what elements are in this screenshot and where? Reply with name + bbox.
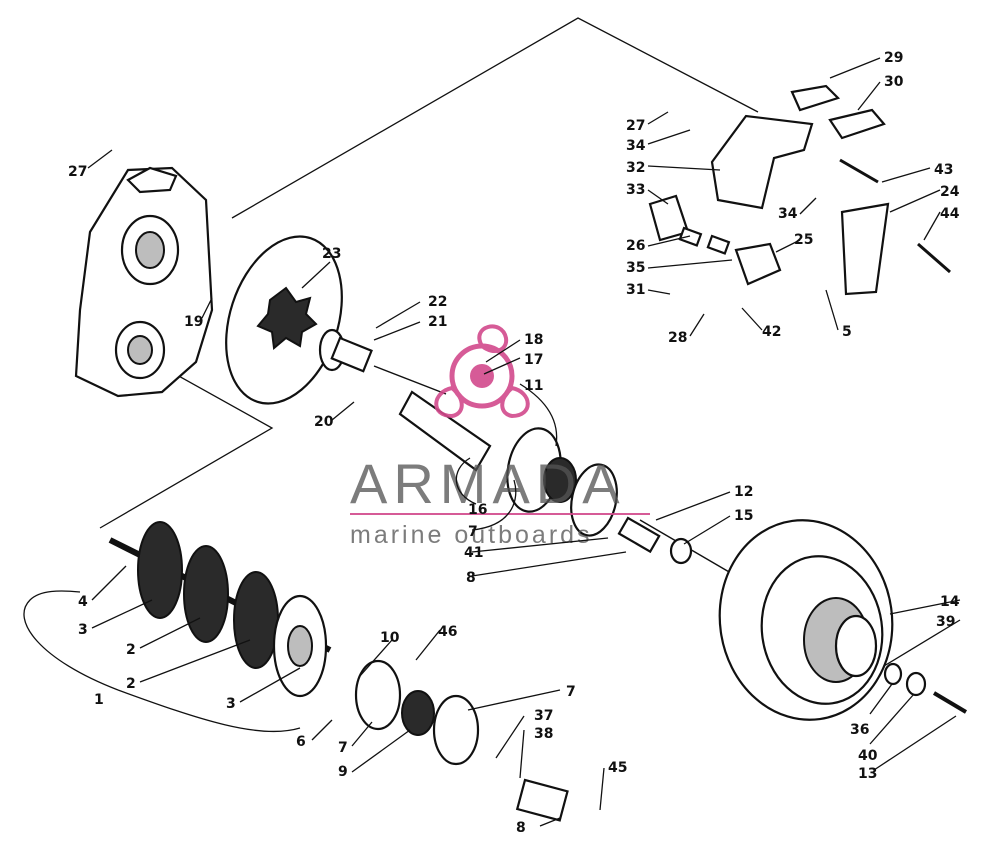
clutch-washer-small — [883, 662, 903, 686]
callout-27: 27 — [626, 118, 645, 134]
callout-15: 15 — [734, 508, 753, 524]
callout-40: 40 — [858, 748, 878, 764]
callout-20: 20 — [314, 414, 334, 430]
washer — [669, 537, 693, 565]
callout-22: 22 — [428, 294, 447, 310]
leader-lines — [23, 57, 961, 827]
bearing-flange-set — [354, 659, 569, 822]
callout-37: 37 — [534, 708, 553, 724]
callout-16: 16 — [468, 502, 487, 518]
bushing — [617, 516, 661, 554]
callout-46: 46 — [438, 624, 457, 640]
callout-23: 23 — [322, 246, 341, 262]
driven-clutch — [718, 519, 894, 721]
callout-43: 43 — [934, 162, 953, 178]
callout-24: 24 — [940, 184, 960, 200]
callout-labels: 27 19 23 22 21 20 18 17 11 16 7 41 8 12 … — [68, 50, 960, 836]
assembly-boundary-line-lower — [99, 359, 274, 529]
callout-38: 38 — [534, 726, 553, 742]
callout-7: 7 — [338, 740, 348, 756]
brake-caliper-assembly — [648, 84, 951, 296]
assembly-boundary-line — [231, 17, 759, 219]
watermark: ARMADA marine outboards — [350, 324, 650, 549]
callout-45: 45 — [608, 760, 627, 776]
hub-assembly — [318, 328, 447, 395]
callout-25: 25 — [794, 232, 813, 248]
callout-17: 17 — [524, 352, 543, 368]
callout-19: 19 — [184, 314, 203, 330]
callout-26: 26 — [626, 238, 645, 254]
callout-36: 36 — [850, 722, 869, 738]
clutch-bolt — [932, 691, 968, 714]
callout-34: 34 — [778, 206, 798, 222]
callout-18: 18 — [524, 332, 543, 348]
drive-shaft-assembly — [108, 521, 332, 698]
callout-4: 4 — [78, 594, 88, 610]
propeller-logo-icon — [434, 324, 530, 419]
callout-3: 3 — [226, 696, 236, 712]
callout-11: 11 — [524, 378, 543, 394]
callout-5: 5 — [842, 324, 852, 340]
callout-21: 21 — [428, 314, 447, 330]
callout-27: 27 — [68, 164, 87, 180]
callout-29: 29 — [884, 50, 903, 66]
callout-30: 30 — [884, 74, 904, 90]
clutch-washer-large — [905, 671, 927, 697]
callout-28: 28 — [668, 330, 687, 346]
callout-44: 44 — [940, 206, 960, 222]
watermark-brand: ARMADA — [350, 452, 626, 515]
callout-13: 13 — [858, 766, 877, 782]
callout-3: 3 — [78, 622, 88, 638]
callout-33: 33 — [626, 182, 645, 198]
callout-1: 1 — [94, 692, 104, 708]
callout-7: 7 — [468, 524, 478, 540]
callout-42: 42 — [762, 324, 781, 340]
callout-8: 8 — [516, 820, 526, 836]
callout-12: 12 — [734, 484, 753, 500]
jackshaft-sprocket — [398, 390, 618, 537]
callout-32: 32 — [626, 160, 645, 176]
chaincase-housing — [74, 166, 214, 398]
callout-2: 2 — [126, 676, 136, 692]
callout-10: 10 — [380, 630, 400, 646]
callout-14: 14 — [940, 594, 960, 610]
callout-31: 31 — [626, 282, 645, 298]
callout-9: 9 — [338, 764, 348, 780]
callout-39: 39 — [936, 614, 955, 630]
callout-8: 8 — [466, 570, 476, 586]
callout-7: 7 — [566, 684, 576, 700]
callout-34: 34 — [626, 138, 646, 154]
callout-35: 35 — [626, 260, 645, 276]
callout-41: 41 — [464, 545, 483, 561]
callout-2: 2 — [126, 642, 136, 658]
callout-6: 6 — [296, 734, 306, 750]
